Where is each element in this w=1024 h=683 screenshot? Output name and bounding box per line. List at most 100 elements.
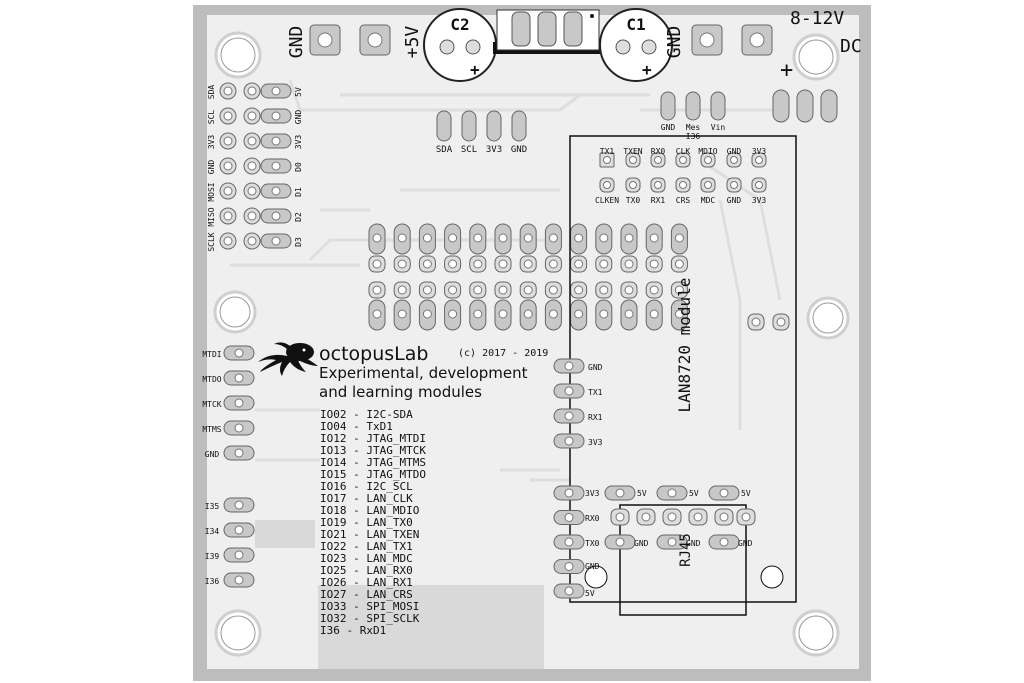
rj45-left-3: GND xyxy=(585,562,600,571)
rj45-col2-0: 5V xyxy=(689,489,699,498)
pad-hole xyxy=(548,285,558,295)
pad-hole xyxy=(448,233,458,243)
lan-top-1: TXEN xyxy=(623,147,642,156)
pad-hole xyxy=(574,285,584,295)
dc-plus-label: + xyxy=(780,58,793,83)
brand-name: octopusLab xyxy=(319,343,428,365)
pad-hole xyxy=(234,423,244,433)
uart-header: GND TX1 RX1 3V3 xyxy=(553,358,603,449)
pad-hole xyxy=(741,512,751,522)
pad-hole xyxy=(271,211,281,221)
pad-hole xyxy=(679,181,687,189)
brand-tagline-1: Experimental, development xyxy=(319,364,528,382)
rj45-left-1: RX0 xyxy=(585,514,600,523)
dc-voltage-label: 8-12V xyxy=(790,8,844,29)
pad-hole xyxy=(397,233,407,243)
pad-hole xyxy=(730,181,738,189)
left-io-header: SDA SCL 3V3 GND MOSI MISO SCLK 5V GND 3V… xyxy=(207,82,303,252)
pad-hole xyxy=(599,233,609,243)
lh-right-4: D1 xyxy=(294,187,303,197)
rj45-outline xyxy=(619,504,747,616)
pad-hole xyxy=(523,309,533,319)
copper-pour-left xyxy=(255,520,315,548)
pad-hole xyxy=(247,86,257,96)
pad-hole xyxy=(649,309,659,319)
pad-hole xyxy=(649,233,659,243)
pad-hole xyxy=(564,361,574,371)
pad-hole xyxy=(247,236,257,246)
pad-hole xyxy=(629,181,637,189)
c1-label: C1 xyxy=(626,15,645,34)
i2c-3v3-label: 3V3 xyxy=(486,145,502,155)
lan-module-label: LAN8720 module xyxy=(675,278,694,413)
pad-hole xyxy=(755,181,763,189)
pad-hole xyxy=(234,550,244,560)
rj45-col3-2: GND xyxy=(738,539,753,548)
pad-hole xyxy=(574,309,584,319)
pad-hole xyxy=(234,398,244,408)
io-map-line: IO14 - JTAG_MTMS xyxy=(320,456,426,469)
i2c-header: SDA SCL 3V3 GND xyxy=(436,110,527,155)
io-map-line: IO04 - TxD1 xyxy=(320,420,393,433)
pad-hole xyxy=(523,233,533,243)
jtag-label-2: MTCK xyxy=(202,400,221,409)
pad-hole xyxy=(397,259,407,269)
input-label-1: I34 xyxy=(205,527,220,536)
io-map-line: IO23 - LAN_MDC xyxy=(320,552,413,565)
pad-hole xyxy=(603,156,611,164)
pad-hole xyxy=(719,488,729,498)
pad-hole xyxy=(448,259,458,269)
pad-hole xyxy=(564,488,574,498)
pad-hole xyxy=(271,236,281,246)
gnd-right-label: GND xyxy=(664,26,685,59)
input-label-0: I35 xyxy=(205,502,220,511)
lh-right-0: 5V xyxy=(294,87,303,97)
c2-label: C2 xyxy=(450,15,469,34)
pad-hole xyxy=(473,309,483,319)
pad-hole xyxy=(473,285,483,295)
pad-hole xyxy=(271,86,281,96)
pad-hole xyxy=(498,259,508,269)
rj45-left-2: TX0 xyxy=(585,539,600,548)
pad-hole xyxy=(247,161,257,171)
pad-hole xyxy=(674,285,684,295)
rj45-col3-0: 5V xyxy=(741,489,751,498)
pad-hole xyxy=(674,233,684,243)
pad-hole xyxy=(372,233,382,243)
pad-hole xyxy=(223,211,233,221)
io-map-line: IO25 - LAN_RX0 xyxy=(320,564,413,577)
octopus-logo xyxy=(258,342,318,376)
pad-hole xyxy=(548,233,558,243)
lan-bottom-1: TX0 xyxy=(626,196,641,205)
brand-tagline-2: and learning modules xyxy=(319,383,482,401)
pad-hole xyxy=(641,512,651,522)
pad-hole xyxy=(564,562,574,571)
pad-hole xyxy=(448,285,458,295)
pad-hole xyxy=(564,386,574,396)
pad-hole xyxy=(223,186,233,196)
uart-label-3: 3V3 xyxy=(588,438,603,447)
pad-hole xyxy=(397,309,407,319)
lan-bottom-4: MDC xyxy=(701,196,716,205)
brand-block: octopusLab (c) 2017 - 2019 Experimental,… xyxy=(319,343,548,401)
pad-hole xyxy=(372,309,382,319)
pad-hole xyxy=(223,136,233,146)
io-map-line: IO19 - LAN_TX0 xyxy=(320,516,413,529)
rj45-label: RJ45 xyxy=(678,533,694,567)
pad-hole xyxy=(564,537,574,547)
jtag-header: MTDI MTDO MTCK MTMS GND xyxy=(202,345,255,461)
pad-hole xyxy=(719,537,729,547)
pad-hole xyxy=(667,512,677,522)
pad-hole xyxy=(667,537,677,547)
pad-hole xyxy=(624,309,634,319)
pad-hole xyxy=(234,448,244,458)
lh-right-3: D0 xyxy=(294,162,303,172)
uart-label-1: TX1 xyxy=(588,388,603,397)
pad-hole xyxy=(247,211,257,221)
pad-hole xyxy=(247,111,257,121)
pad-hole xyxy=(649,259,659,269)
rj45-left-0: 3V3 xyxy=(585,489,600,498)
pad-hole xyxy=(473,259,483,269)
jtag-label-1: MTDO xyxy=(202,375,221,384)
